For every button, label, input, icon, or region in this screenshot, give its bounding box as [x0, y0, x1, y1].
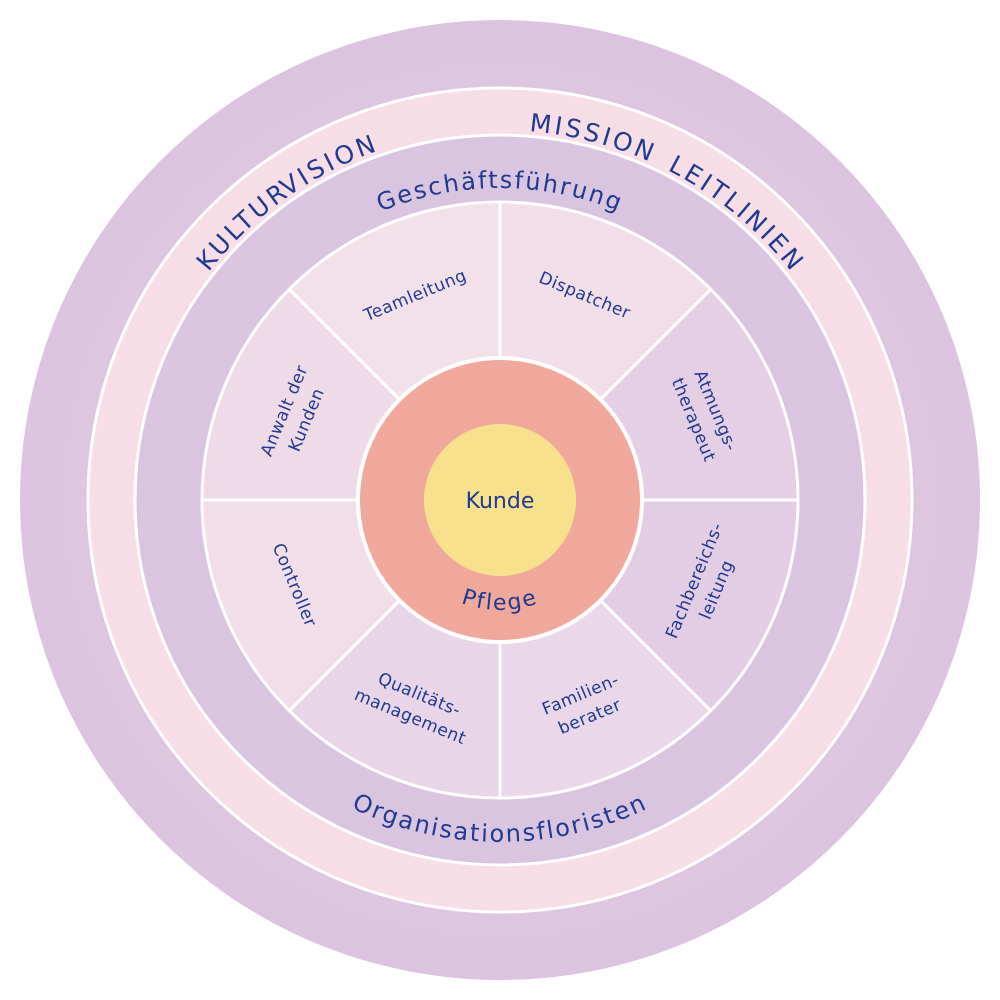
customer-center [424, 424, 576, 576]
kunde-label: Kunde [466, 489, 535, 514]
role-segments [200, 200, 800, 800]
